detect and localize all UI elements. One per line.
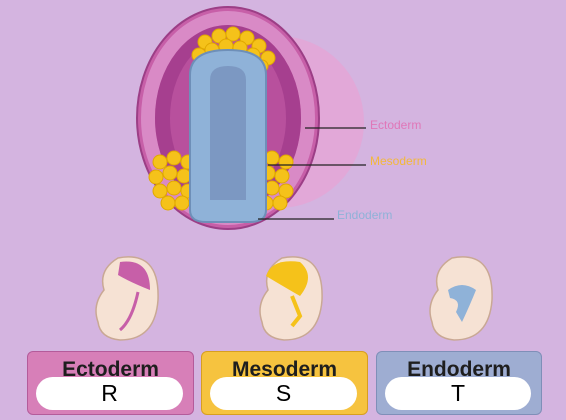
ectoderm-answer-box[interactable]: R <box>36 377 183 410</box>
endoderm-card-title: Endoderm <box>407 358 511 381</box>
mesoderm-answer-box[interactable]: S <box>210 377 357 410</box>
mesoderm-fetus <box>259 256 323 341</box>
ectoderm-label: Ectoderm <box>370 118 422 132</box>
endoderm-answer-letter: T <box>450 380 466 406</box>
endoderm-label: Endoderm <box>337 208 393 222</box>
endoderm-fetus <box>429 256 493 341</box>
ectoderm-card-title: Ectoderm <box>62 358 159 381</box>
endoderm-card: Endoderm T <box>376 351 542 415</box>
ectoderm-answer-letter: R <box>101 380 118 406</box>
ectoderm-card: Ectoderm R <box>27 351 194 415</box>
mesoderm-card: Mesoderm S <box>201 351 368 415</box>
mesoderm-label: Mesoderm <box>370 154 427 168</box>
mesoderm-answer-letter: S <box>275 380 292 406</box>
endoderm-lumen <box>210 66 246 200</box>
mesoderm-card-title: Mesoderm <box>231 358 338 381</box>
ectoderm-fetus <box>95 256 159 341</box>
endoderm-answer-box[interactable]: T <box>385 377 531 410</box>
